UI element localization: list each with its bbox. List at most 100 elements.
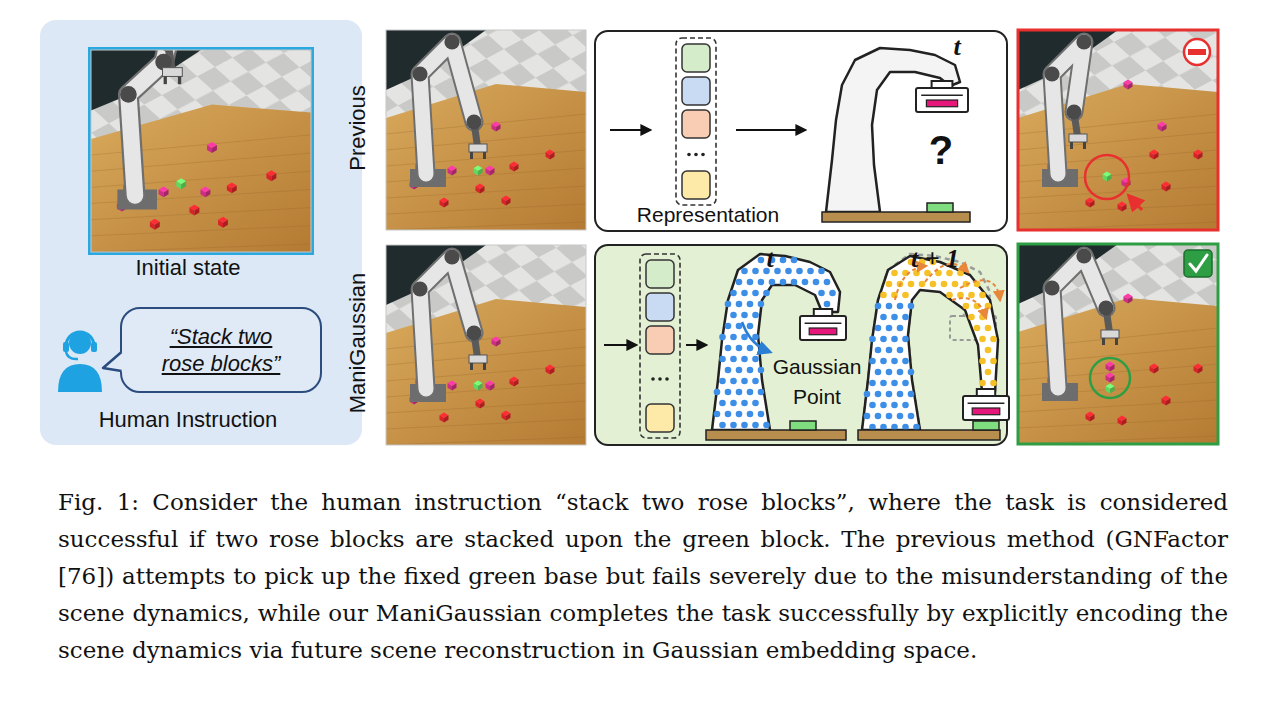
block-side bbox=[492, 124, 497, 131]
gaussian-point bbox=[807, 268, 814, 275]
block-side bbox=[448, 168, 453, 175]
gaussian-point bbox=[880, 336, 887, 343]
gaussian-point bbox=[730, 356, 737, 363]
gripper-finger bbox=[164, 76, 167, 84]
block-side bbox=[1198, 366, 1203, 373]
feature-column bbox=[676, 38, 716, 205]
gaussian-point bbox=[725, 389, 732, 396]
gaussian-point bbox=[902, 380, 909, 387]
block-side bbox=[271, 173, 276, 181]
block-top bbox=[266, 170, 276, 176]
gaussian-point bbox=[736, 345, 743, 352]
gaussian-point bbox=[763, 268, 770, 275]
gaussian-point bbox=[824, 301, 831, 308]
gripper-finger bbox=[1083, 142, 1086, 149]
gaussian-point bbox=[908, 281, 915, 288]
row-label: Previous bbox=[345, 85, 371, 171]
gaussian-point bbox=[758, 389, 765, 396]
gaussian-point bbox=[908, 369, 915, 376]
block-top bbox=[1048, 376, 1057, 381]
floor bbox=[1018, 30, 1218, 230]
robot-joint bbox=[1098, 300, 1113, 315]
block-side bbox=[444, 415, 449, 422]
block-side bbox=[1118, 418, 1123, 425]
wood-grain bbox=[1018, 132, 1218, 150]
robot-wrist bbox=[474, 333, 478, 361]
gripper-line bbox=[968, 402, 1005, 404]
block-side bbox=[1090, 414, 1095, 421]
block-side bbox=[207, 145, 212, 153]
wood-grain bbox=[386, 419, 586, 429]
block-side bbox=[164, 189, 169, 197]
wood-grain bbox=[1018, 418, 1218, 428]
gaussian-point bbox=[763, 290, 770, 297]
speech-bubble: “Stack two rose blocks” bbox=[120, 307, 322, 393]
scene-render bbox=[386, 245, 586, 445]
gaussian-point bbox=[719, 356, 726, 363]
panel-heading: Human Instruction bbox=[40, 406, 336, 434]
block-side bbox=[506, 198, 511, 205]
block-side bbox=[480, 401, 485, 408]
gaussian-point bbox=[963, 281, 970, 288]
block-top bbox=[476, 184, 485, 189]
image-frame bbox=[91, 50, 311, 252]
block-side bbox=[205, 189, 210, 197]
time-label: t bbox=[766, 244, 773, 274]
gaussian-point bbox=[886, 391, 893, 398]
gaussian-point bbox=[785, 268, 792, 275]
block-side bbox=[1150, 152, 1155, 159]
block-side bbox=[514, 379, 519, 386]
block-side bbox=[1052, 164, 1057, 171]
block-side bbox=[176, 181, 181, 189]
block-side bbox=[476, 186, 481, 193]
gaussian-point bbox=[908, 391, 915, 398]
robot-joint bbox=[466, 325, 481, 340]
gaussian-point bbox=[924, 270, 931, 277]
motion-arrow bbox=[895, 266, 926, 300]
block-side bbox=[232, 185, 237, 193]
gaussian-point bbox=[897, 347, 904, 354]
gaussian-point bbox=[747, 389, 754, 396]
gripper-line bbox=[921, 94, 963, 96]
gaussian-point bbox=[719, 334, 726, 341]
gaussian-point bbox=[875, 391, 882, 398]
gripper-cap bbox=[932, 81, 953, 88]
gaussian-point bbox=[769, 279, 776, 286]
block-side bbox=[117, 204, 122, 212]
block-top bbox=[510, 162, 519, 167]
gaussian-point bbox=[891, 314, 898, 321]
gaussian-point bbox=[741, 268, 748, 275]
block-top bbox=[440, 198, 449, 203]
gaussian-point bbox=[725, 367, 732, 374]
block-top bbox=[448, 381, 457, 386]
block-side bbox=[1122, 418, 1127, 425]
block-side bbox=[1086, 414, 1091, 421]
headset-mic bbox=[66, 352, 78, 359]
block-side bbox=[492, 339, 497, 346]
gaussian-point bbox=[946, 292, 953, 299]
scene-render bbox=[1018, 30, 1218, 230]
gaussian-point bbox=[758, 301, 765, 308]
gaussian-point bbox=[930, 259, 937, 266]
block-side bbox=[416, 379, 421, 386]
wood-grain bbox=[1018, 168, 1218, 182]
block-side bbox=[510, 164, 515, 171]
gaussian-point bbox=[752, 400, 759, 407]
gaussian-point bbox=[880, 358, 887, 365]
gaussian-point bbox=[730, 334, 737, 341]
robot-wrist bbox=[474, 122, 478, 150]
block-side bbox=[496, 339, 501, 346]
wood-grain bbox=[1018, 382, 1218, 396]
robot-outline bbox=[862, 254, 990, 430]
block-top bbox=[1048, 162, 1057, 167]
motion-arrow bbox=[952, 298, 986, 318]
wood-grain bbox=[1018, 328, 1218, 348]
block-top bbox=[416, 162, 425, 167]
gripper-body bbox=[800, 316, 846, 340]
scene-render bbox=[1018, 244, 1218, 444]
wood-grain bbox=[386, 132, 586, 150]
fail-circle bbox=[1085, 155, 1129, 199]
gaussian-point bbox=[886, 303, 893, 310]
block-side bbox=[227, 185, 232, 193]
wood-grain bbox=[1018, 114, 1218, 134]
